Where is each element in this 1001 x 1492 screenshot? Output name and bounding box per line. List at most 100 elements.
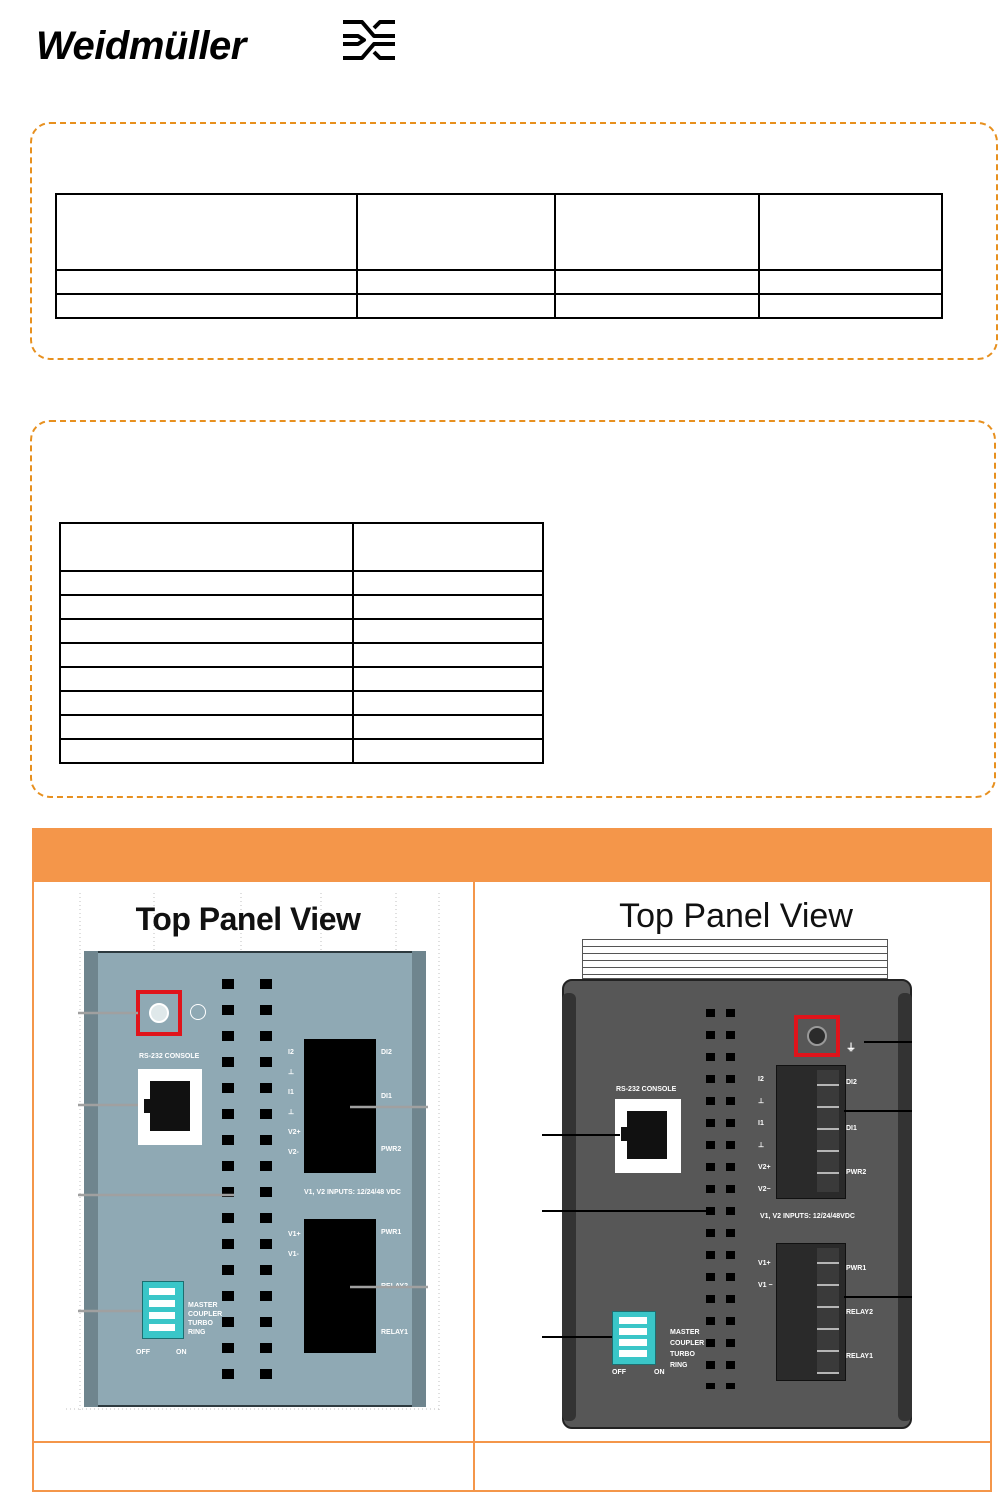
left-input-voltage-label: V1, V2 INPUTS: 12/24/48 VDC <box>304 1189 401 1196</box>
table-row <box>55 293 944 319</box>
comparison-header-bar <box>32 828 992 880</box>
dip-lever <box>149 1288 175 1295</box>
right-dip-on-label: ON <box>654 1369 665 1376</box>
dip-label: RING <box>188 1329 206 1336</box>
left-dip-off-label: OFF <box>136 1349 150 1356</box>
left-dip-switch <box>142 1281 184 1339</box>
dip-lever <box>149 1312 175 1319</box>
table-cell <box>351 738 545 764</box>
section-box-1 <box>30 122 998 360</box>
dip-label: TURBO <box>188 1320 213 1327</box>
right-di2-label: DI2 <box>846 1079 857 1086</box>
table-row <box>59 738 545 764</box>
left-panel-title: Top Panel View <box>135 901 361 937</box>
table-1-header-cell <box>55 193 358 271</box>
term-label: V1+ <box>758 1260 771 1267</box>
comparison-bottom-divider <box>32 1441 992 1443</box>
table-1-header-cell <box>355 193 556 271</box>
comparison-divider <box>473 880 475 1492</box>
brand-logo-text: Weidmüller <box>36 24 246 68</box>
dip-label: TURBO <box>670 1351 695 1358</box>
table-cell <box>355 293 556 319</box>
table-cell <box>55 269 358 295</box>
table-row <box>59 594 545 620</box>
table-2 <box>59 522 545 764</box>
left-ground-symbol-icon <box>190 1004 206 1020</box>
table-1-header-cell <box>553 193 760 271</box>
table-cell <box>351 714 545 740</box>
table-cell <box>553 293 760 319</box>
right-led-array <box>706 1009 735 1389</box>
dip-lever <box>149 1300 175 1307</box>
table-cell <box>59 570 354 596</box>
right-ground-screw-icon <box>807 1026 827 1046</box>
right-pwr2-label: PWR2 <box>846 1169 867 1176</box>
left-rj45-socket <box>150 1081 190 1131</box>
dip-lever <box>619 1339 647 1346</box>
dip-label: COUPLER <box>670 1340 705 1347</box>
table-cell <box>59 666 354 692</box>
left-rs232-console-port <box>138 1069 202 1145</box>
table-cell <box>59 618 354 644</box>
left-rj45-tab <box>144 1099 152 1113</box>
table-cell <box>351 618 545 644</box>
table-row <box>55 269 944 295</box>
table-2-header-cell <box>59 522 354 572</box>
term-label: V2- <box>288 1149 299 1156</box>
table-cell <box>757 293 944 319</box>
dip-lever <box>619 1328 647 1335</box>
table-row <box>59 714 545 740</box>
left-pwr1-label: PWR1 <box>381 1229 402 1236</box>
term-label: I1 <box>758 1120 764 1127</box>
right-heatsink <box>582 939 888 979</box>
right-dip-labels: MASTER COUPLER TURBO RING <box>670 1327 704 1371</box>
brand-logo-icon <box>343 20 395 60</box>
table-cell <box>351 666 545 692</box>
right-ground-symbol-icon: ⏚ <box>846 1043 856 1054</box>
right-console-label: RS-232 CONSOLE <box>616 1086 677 1093</box>
right-dip-switch <box>612 1311 656 1365</box>
term-label: I2 <box>758 1076 764 1083</box>
left-callout-lines <box>78 1011 428 1313</box>
left-relay1-label: RELAY1 <box>381 1329 408 1336</box>
table-row <box>59 666 545 692</box>
right-di1-label: DI1 <box>846 1125 857 1132</box>
table-cell <box>351 690 545 716</box>
term-label: ⊥ <box>288 1109 295 1116</box>
term-label: V1+ <box>288 1231 301 1238</box>
table-row <box>59 570 545 596</box>
right-terminal-block-top <box>776 1065 846 1199</box>
table-cell <box>553 269 760 295</box>
left-pwr2-label: PWR2 <box>381 1146 402 1153</box>
comparison-frame <box>32 880 992 1492</box>
table-cell <box>55 293 358 319</box>
table-row <box>59 618 545 644</box>
dip-label: MASTER <box>188 1302 218 1309</box>
left-di1-label: DI1 <box>381 1093 392 1100</box>
right-relay1-label: RELAY1 <box>846 1353 873 1360</box>
table-cell <box>351 570 545 596</box>
term-label: ⊥ <box>288 1069 295 1076</box>
table-cell <box>351 594 545 620</box>
right-callout-lines <box>542 1041 912 1338</box>
left-dip-on-label: ON <box>176 1349 187 1356</box>
dip-lever <box>619 1350 647 1357</box>
dip-lever <box>149 1324 175 1331</box>
term-label: V2− <box>758 1186 771 1193</box>
left-term-labels-top: I2 ⊥ I1 ⊥ V2+ V2- <box>288 1043 301 1163</box>
right-device-edge-left <box>562 993 576 1421</box>
term-label: I1 <box>288 1089 294 1096</box>
table-2-header-cell <box>351 522 545 572</box>
right-panel-view: Top Panel View ⏚ RS-232 CONSOLE <box>520 893 920 1433</box>
dip-label: COUPLER <box>188 1311 223 1318</box>
right-rj45-tab <box>621 1127 629 1141</box>
right-pwr1-label: PWR1 <box>846 1265 867 1272</box>
right-relay2-label: RELAY2 <box>846 1309 873 1316</box>
dip-label: MASTER <box>670 1329 700 1336</box>
table-row <box>59 690 545 716</box>
term-label: V2+ <box>288 1129 301 1136</box>
right-panel-title: Top Panel View <box>619 897 853 935</box>
right-dip-off-label: OFF <box>612 1369 626 1376</box>
right-terminal-screws-top <box>817 1070 839 1192</box>
left-device-edge-left <box>84 951 98 1407</box>
